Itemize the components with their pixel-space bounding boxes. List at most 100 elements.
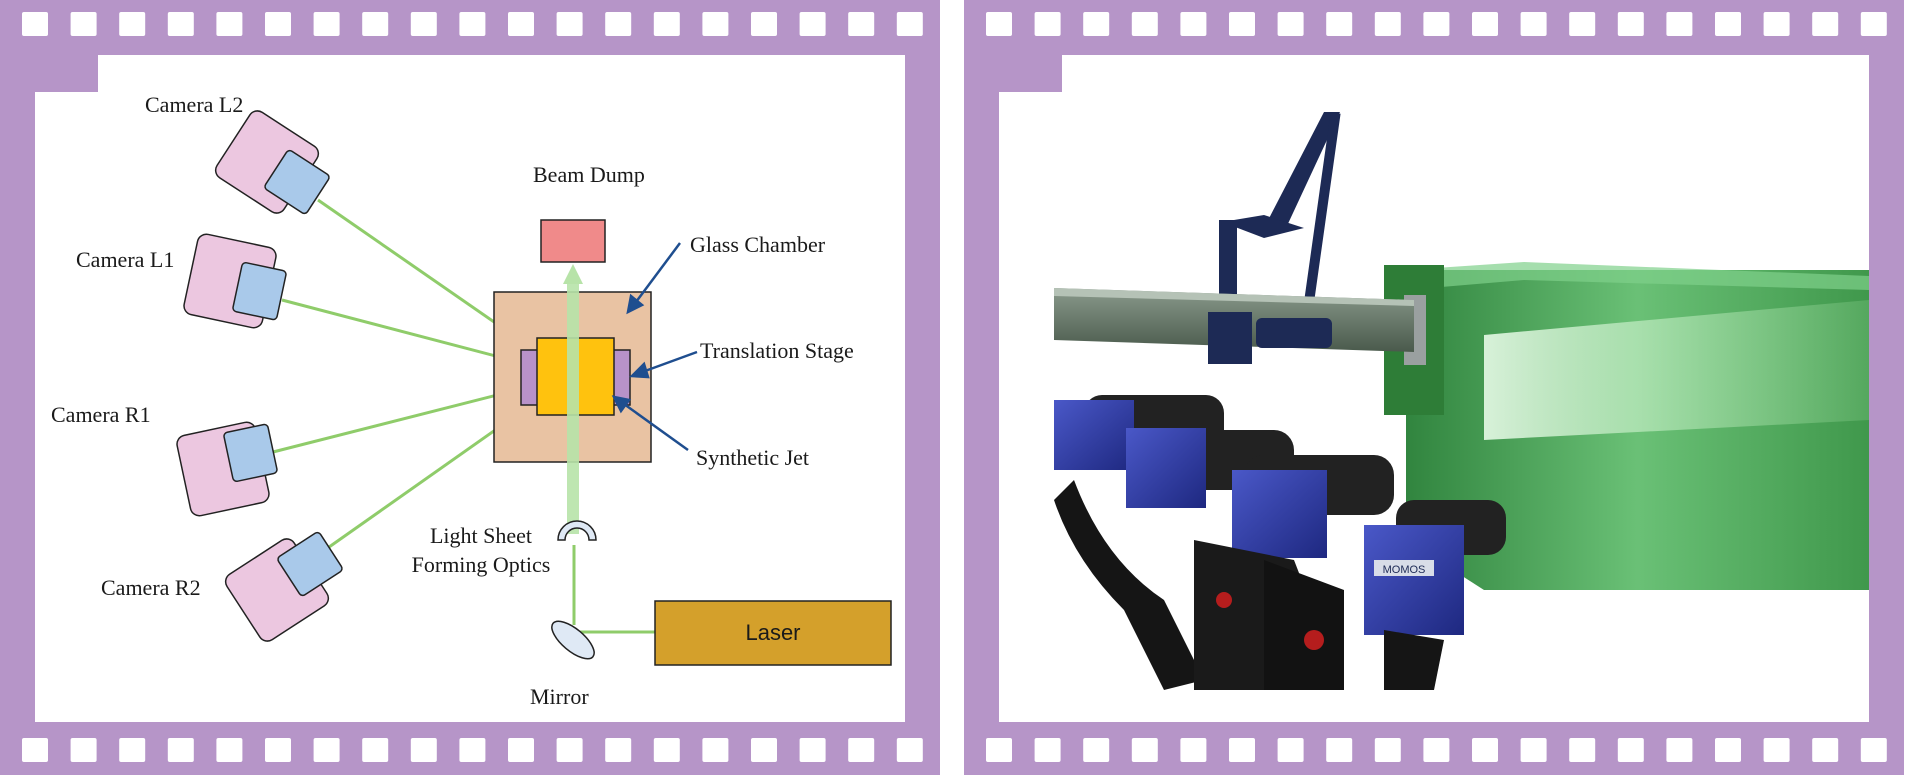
camera-body-4	[1364, 525, 1464, 635]
film-hole	[848, 738, 875, 762]
film-hole	[1326, 738, 1353, 762]
film-hole	[1520, 738, 1547, 762]
film-hole	[605, 738, 632, 762]
film-hole	[1180, 738, 1207, 762]
label-synthetic-jet: Synthetic Jet	[696, 445, 810, 470]
label-translation-stage: Translation Stage	[700, 338, 854, 363]
film-hole	[216, 738, 243, 762]
pointer-glass-chamber	[634, 242, 682, 303]
film-hole	[1472, 12, 1498, 36]
film-hole	[1326, 12, 1353, 36]
film-hole	[799, 738, 826, 762]
film-hole	[1034, 738, 1061, 762]
film-hole	[1374, 12, 1401, 36]
film-hole	[1520, 12, 1547, 36]
label-camera-l1: Camera L1	[76, 247, 175, 272]
tripod-cables-left	[1054, 480, 1204, 690]
film-hole	[1860, 738, 1887, 762]
film-hole	[1812, 12, 1839, 36]
label-laser: Laser	[745, 620, 801, 645]
film-hole	[1277, 738, 1304, 762]
film-hole	[508, 12, 534, 36]
camera-r1	[176, 421, 278, 517]
forming-optics-lens	[557, 520, 597, 541]
pointer-synthetic-jet	[623, 402, 689, 452]
schematic-panel: Camera L2 Camera L1 Camera R1 Camera R2 …	[0, 0, 940, 775]
film-hole	[1763, 738, 1790, 762]
camera-r2-lens	[277, 531, 343, 597]
film-hole	[313, 12, 340, 36]
film-hole	[1083, 738, 1110, 762]
film-hole	[1666, 12, 1693, 36]
film-hole	[167, 12, 194, 36]
laser-sheet-glow	[1484, 300, 1869, 440]
film-hole	[410, 738, 437, 762]
film-hole	[653, 738, 680, 762]
label-optics-line2: Forming Optics	[411, 552, 551, 577]
film-hole	[22, 738, 48, 762]
film-hole	[1569, 738, 1596, 762]
label-camera-l2: Camera L2	[145, 92, 244, 117]
film-hole	[1374, 738, 1401, 762]
film-hole	[986, 12, 1012, 36]
film-hole	[1180, 12, 1207, 36]
film-hole	[751, 738, 777, 762]
film-hole	[459, 12, 486, 36]
film-hole	[1423, 738, 1450, 762]
film-hole	[1277, 12, 1304, 36]
camera-r1-lens	[223, 423, 278, 483]
laser-sheet	[567, 282, 579, 534]
film-hole	[1715, 738, 1741, 762]
laser-source	[654, 600, 892, 666]
film-hole	[70, 12, 97, 36]
film-hole	[896, 12, 923, 36]
camera-badge-plate	[1374, 560, 1434, 576]
film-hole	[1617, 12, 1644, 36]
arm-camera-lens	[1256, 318, 1332, 348]
film-hole	[1666, 738, 1693, 762]
label-camera-r2: Camera R2	[101, 575, 201, 600]
film-hole	[1034, 12, 1061, 36]
film-hole	[1131, 738, 1158, 762]
label-camera-r1: Camera R1	[51, 402, 151, 427]
film-hole	[1860, 12, 1887, 36]
film-hole	[1812, 738, 1839, 762]
film-hole	[1715, 12, 1741, 36]
camera-l1-lens	[232, 261, 287, 321]
camera-l2	[214, 110, 330, 215]
beam-dump	[540, 219, 606, 263]
film-hole	[702, 12, 729, 36]
film-hole	[362, 12, 389, 36]
film-hole	[702, 738, 729, 762]
film-hole	[410, 12, 437, 36]
film-holes	[22, 12, 923, 762]
label-optics-line1: Light Sheet	[429, 523, 533, 548]
camera-r2	[224, 531, 343, 642]
film-hole	[1083, 12, 1110, 36]
camera-body-1	[1054, 400, 1134, 470]
camera-group: MOMOS	[1054, 395, 1506, 690]
film-hole	[216, 12, 243, 36]
film-hole	[556, 12, 583, 36]
mirror	[551, 620, 595, 660]
film-hole	[119, 738, 146, 762]
film-hole	[1229, 738, 1255, 762]
film-hole	[751, 12, 777, 36]
film-hole	[313, 738, 340, 762]
film-hole	[848, 12, 875, 36]
camera-l2-lens	[264, 149, 330, 215]
film-hole	[362, 738, 389, 762]
film-hole	[1131, 12, 1158, 36]
photo-svg: MOMOS	[964, 0, 1904, 775]
photo-panel: MOMOS	[964, 0, 1904, 775]
film-hole	[986, 738, 1012, 762]
label-mirror: Mirror	[530, 684, 589, 709]
film-hole	[1423, 12, 1450, 36]
laser-sheet-arrowhead	[563, 264, 583, 284]
film-hole	[70, 738, 97, 762]
tripod-knob-1	[1304, 630, 1324, 650]
camera-body-2	[1126, 428, 1206, 508]
film-hole	[508, 738, 534, 762]
film-hole	[1763, 12, 1790, 36]
film-hole	[167, 738, 194, 762]
